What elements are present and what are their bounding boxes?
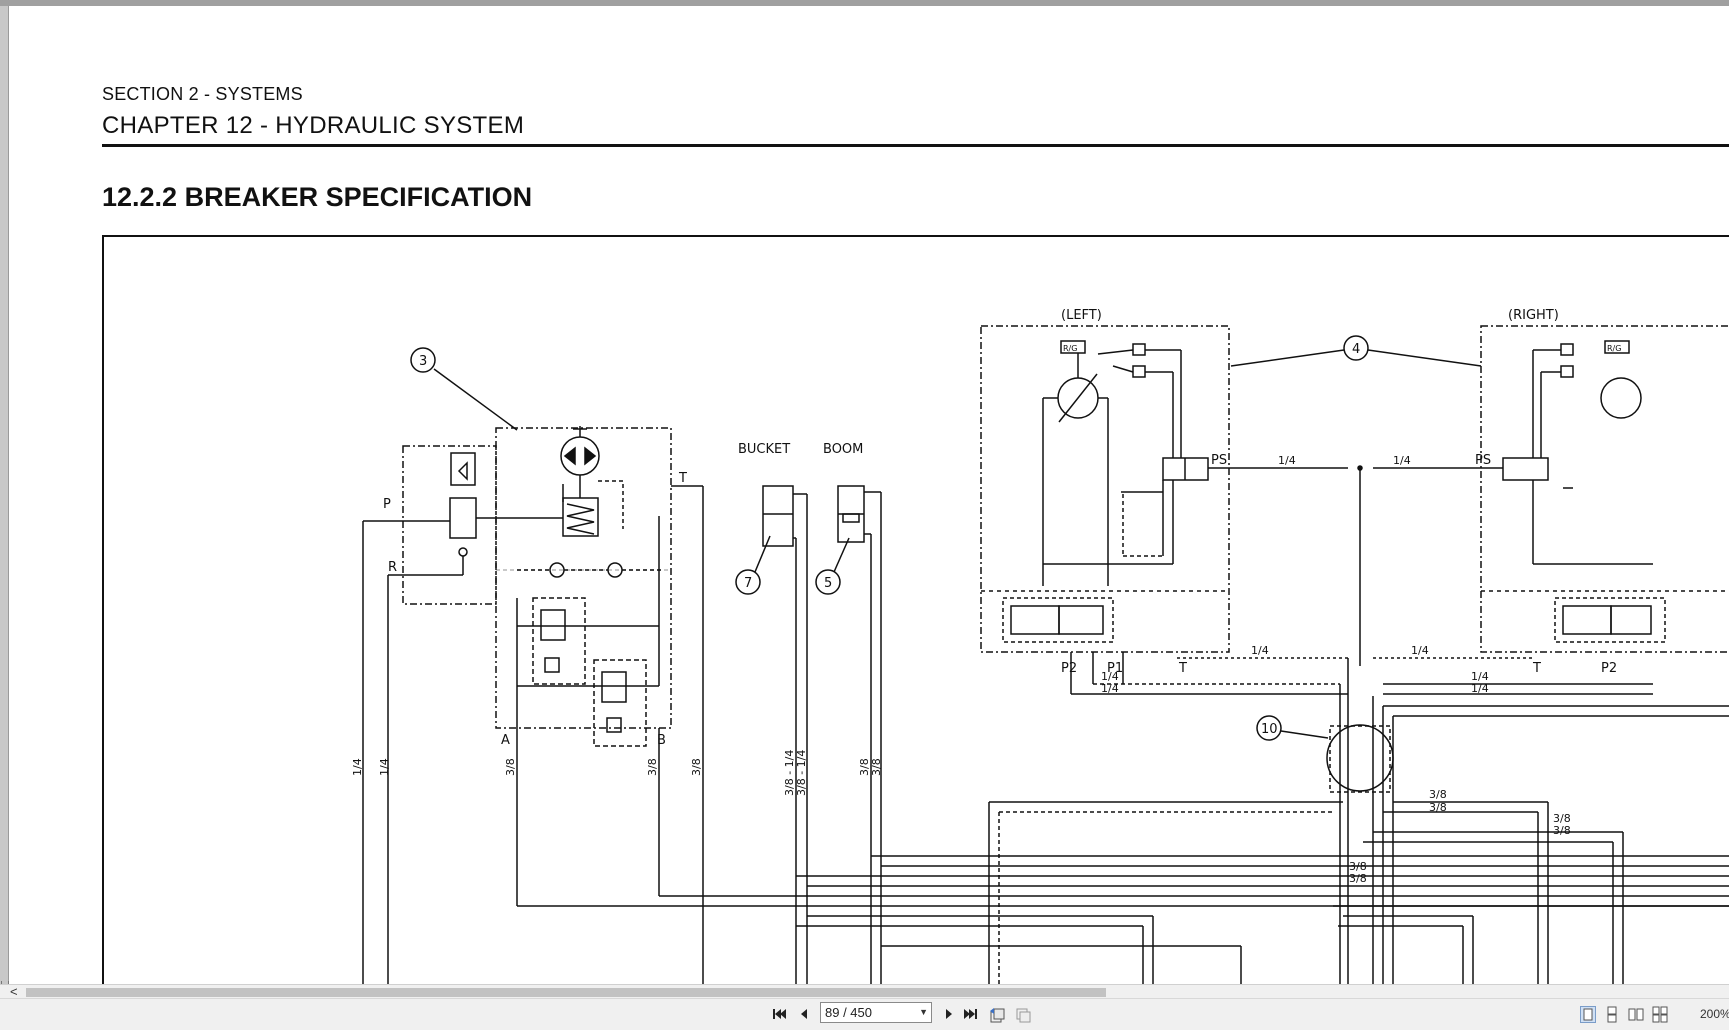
label-bucket: BUCKET xyxy=(738,442,790,457)
callout-10 xyxy=(1256,715,1282,741)
label-boom: BOOM xyxy=(823,442,863,457)
label-a: A xyxy=(501,733,510,748)
pipe-size-label: 3/8 xyxy=(1553,812,1571,825)
label-t-left: T xyxy=(1178,661,1187,676)
callout-7 xyxy=(735,569,761,595)
pipe-size-label: 3/8 xyxy=(1429,788,1447,801)
pipe-size-label: 3/8 xyxy=(1553,824,1571,837)
pipe-size-label: 1/4 xyxy=(1101,670,1119,683)
pipe-size-label: 1/4 xyxy=(1101,682,1119,695)
callout-5 xyxy=(815,569,841,595)
scrollbar-thumb[interactable] xyxy=(26,988,1106,997)
label-right: (RIGHT) xyxy=(1508,308,1559,323)
pipe-size-label: 3/8 - 1/4 xyxy=(795,750,808,796)
label-p2-left: P2 xyxy=(1061,661,1077,676)
label-p2-right: P2 xyxy=(1601,661,1617,676)
callout-10-label: 10 xyxy=(1261,722,1278,737)
section-title: SECTION 2 - SYSTEMS xyxy=(102,84,303,104)
right-ps-valve xyxy=(1502,457,1549,481)
label-ps-right: PS xyxy=(1475,453,1491,468)
previous-view-button[interactable] xyxy=(988,1007,1006,1023)
pipe-size-label: 1/4 xyxy=(1251,644,1269,657)
pipe-size-label: 3/8 - 1/4 xyxy=(783,750,796,796)
window-top-edge xyxy=(0,0,1729,6)
label-rg-right: R/G xyxy=(1607,344,1621,353)
label-p: P xyxy=(383,497,391,512)
pipe-size-label: 1/4 xyxy=(1411,644,1429,657)
bucket-valve xyxy=(762,485,794,547)
breaker-valve-block xyxy=(495,427,672,729)
selector-valve xyxy=(449,497,477,539)
hydraulic-schematic: (LEFT) (RIGHT) BUCKET BOOM P R T A B PS … xyxy=(102,235,1729,984)
label-b: B xyxy=(657,733,666,748)
single-page-view-button[interactable] xyxy=(1580,1006,1596,1023)
right-motor-symbol xyxy=(1600,377,1642,419)
header-rule xyxy=(102,144,1729,147)
last-page-icon xyxy=(964,1009,977,1019)
horizontal-scrollbar[interactable]: < xyxy=(0,984,1729,999)
pipe-size-label: 3/8 xyxy=(646,758,659,776)
right-motor-block xyxy=(1480,325,1729,653)
pipe-size-label: 1/4 xyxy=(1393,454,1411,467)
callout-4 xyxy=(1343,335,1369,361)
label-p1-left: P1 xyxy=(1107,661,1123,676)
pipe-size-label: 3/8 xyxy=(504,758,517,776)
pipe-size-label: 1/4 xyxy=(1278,454,1296,467)
zoom-level[interactable]: 200% xyxy=(1700,1007,1729,1021)
next-view-button[interactable] xyxy=(1014,1007,1032,1023)
continuous-view-button[interactable] xyxy=(1604,1006,1620,1023)
pipe-size-label: 1/4 xyxy=(351,758,364,776)
facing-pages-icon xyxy=(1628,1008,1644,1021)
first-page-button[interactable] xyxy=(770,1007,788,1023)
left-motor-block xyxy=(980,325,1230,653)
selector-valve-block xyxy=(402,445,497,605)
next-page-icon xyxy=(946,1009,952,1019)
pipe-size-label: 1/4 xyxy=(378,758,391,776)
next-view-icon xyxy=(1016,1008,1031,1023)
continuous-page-icon xyxy=(1607,1006,1617,1023)
previous-page-button[interactable] xyxy=(795,1007,813,1023)
label-rg-left: R/G xyxy=(1063,344,1077,353)
page-heading: 12.2.2 BREAKER SPECIFICATION xyxy=(102,182,533,212)
prev-page-icon xyxy=(801,1009,807,1019)
page-number-field[interactable]: 89 / 450 ▼ xyxy=(820,1002,932,1023)
pipe-size-label: 3/8 xyxy=(858,758,871,776)
pipe-size-label: 3/8 xyxy=(1349,872,1367,885)
page-indicator: 89 / 450 xyxy=(825,1005,872,1020)
pipe-size-label: 1/4 xyxy=(1471,682,1489,695)
previous-view-icon xyxy=(990,1008,1005,1023)
continuous-facing-view-button[interactable] xyxy=(1652,1006,1668,1023)
scroll-left-button[interactable]: < xyxy=(10,984,18,999)
pipe-size-label: 3/8 xyxy=(1429,801,1447,814)
label-t-right: T xyxy=(1532,661,1541,676)
single-page-icon xyxy=(1580,1006,1596,1023)
diagram-frame xyxy=(102,235,1729,984)
last-page-button[interactable] xyxy=(962,1007,980,1023)
label-r: R xyxy=(388,560,397,575)
callout-3-label: 3 xyxy=(419,354,427,369)
callout-4-label: 4 xyxy=(1352,342,1360,357)
callout-5-label: 5 xyxy=(824,576,832,591)
next-page-button[interactable] xyxy=(940,1007,958,1023)
callout-7-label: 7 xyxy=(744,576,752,591)
callout-3 xyxy=(410,347,436,373)
chapter-title: CHAPTER 12 - HYDRAULIC SYSTEM xyxy=(102,112,525,139)
pipe-size-label: 3/8 xyxy=(1349,860,1367,873)
label-t: T xyxy=(678,471,687,486)
chevron-down-icon[interactable]: ▼ xyxy=(919,1007,928,1017)
label-left: (LEFT) xyxy=(1061,308,1102,323)
first-page-icon xyxy=(773,1009,786,1019)
facing-view-button[interactable] xyxy=(1628,1006,1644,1023)
label-ps-left: PS xyxy=(1211,453,1227,468)
navigation-toolbar: 89 / 450 ▼ 200% xyxy=(0,998,1729,1030)
continuous-facing-icon xyxy=(1652,1006,1668,1023)
left-panel-edge[interactable] xyxy=(0,6,9,984)
pipe-size-label: 3/8 xyxy=(870,758,883,776)
pipe-size-label: 3/8 xyxy=(690,758,703,776)
pipe-size-label: 1/4 xyxy=(1471,670,1489,683)
document-page: SECTION 2 - SYSTEMS CHAPTER 12 - HYDRAUL… xyxy=(9,6,1729,984)
